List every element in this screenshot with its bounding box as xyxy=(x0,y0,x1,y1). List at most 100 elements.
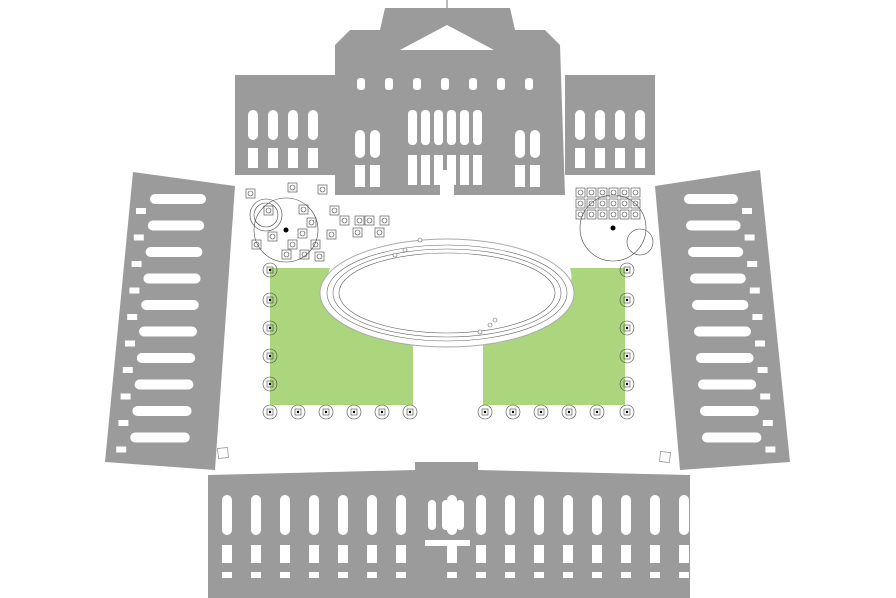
window xyxy=(621,545,631,563)
tree-grate xyxy=(266,296,274,304)
planter-box xyxy=(281,249,292,260)
window xyxy=(396,572,406,578)
window xyxy=(760,393,771,400)
tree-trunk xyxy=(511,410,515,414)
tree-canopy xyxy=(346,404,362,420)
planter-box xyxy=(306,217,317,228)
tree xyxy=(561,404,577,420)
planter-ring xyxy=(366,217,373,224)
planter-box xyxy=(619,209,630,220)
window xyxy=(145,247,203,257)
planter-box xyxy=(364,215,375,226)
window xyxy=(122,367,133,373)
window xyxy=(288,148,298,168)
planter xyxy=(619,209,630,220)
planter xyxy=(586,209,597,220)
planter-ring xyxy=(588,189,595,196)
tree-grate xyxy=(537,408,545,416)
window xyxy=(309,495,319,535)
window xyxy=(473,110,482,145)
window xyxy=(434,155,443,185)
planter-box xyxy=(339,215,350,226)
east-wing xyxy=(655,170,790,470)
tree-canopy xyxy=(318,404,334,420)
lamp xyxy=(492,317,498,323)
planter xyxy=(597,187,608,198)
planter xyxy=(297,228,308,239)
window xyxy=(248,110,258,140)
planter-box xyxy=(608,187,619,198)
planter xyxy=(608,198,619,209)
tree-trunk xyxy=(567,410,571,414)
planter-ring xyxy=(319,186,326,193)
planter-box xyxy=(317,184,328,195)
window xyxy=(338,495,348,535)
window xyxy=(755,340,765,347)
planter xyxy=(374,227,385,238)
tree-trunk xyxy=(483,410,487,414)
planter xyxy=(575,209,586,220)
tree-trunk xyxy=(352,410,356,414)
planter-box xyxy=(597,198,608,209)
tree-grate xyxy=(266,380,274,388)
window xyxy=(575,110,585,140)
tree-canopy xyxy=(619,348,635,364)
lamp xyxy=(417,237,423,243)
center-point xyxy=(610,225,616,231)
track-outline xyxy=(319,238,575,348)
tree-trunk xyxy=(324,410,328,414)
window xyxy=(469,78,477,90)
window xyxy=(650,495,660,535)
planter xyxy=(379,215,390,226)
seating-ring xyxy=(626,228,654,256)
tree xyxy=(262,292,278,308)
tree xyxy=(619,262,635,278)
window xyxy=(280,572,290,578)
window xyxy=(456,500,464,530)
tree-canopy xyxy=(262,262,278,278)
window xyxy=(127,314,138,320)
window xyxy=(592,545,602,563)
window xyxy=(441,78,449,90)
planter-box xyxy=(297,228,308,239)
tree-grate xyxy=(322,408,330,416)
window xyxy=(120,393,131,400)
lawn-east xyxy=(483,268,625,405)
planter-box xyxy=(352,227,363,238)
planter xyxy=(267,231,278,242)
planter xyxy=(326,229,337,240)
planter-box xyxy=(597,187,608,198)
planter-ring xyxy=(289,184,296,191)
seating-ring xyxy=(249,198,283,232)
planter-ring xyxy=(341,217,348,224)
lamp xyxy=(477,329,483,335)
window xyxy=(367,572,377,578)
planter-ring xyxy=(588,200,595,207)
tree-trunk xyxy=(296,410,300,414)
window xyxy=(308,110,318,140)
lawns xyxy=(270,268,625,405)
planter-ring xyxy=(610,211,617,218)
window xyxy=(700,406,759,416)
window xyxy=(134,379,194,390)
window xyxy=(413,78,421,90)
window xyxy=(563,545,573,563)
tree xyxy=(619,320,635,336)
window xyxy=(280,495,290,535)
window xyxy=(505,495,515,535)
tree-canopy xyxy=(290,404,306,420)
tree xyxy=(505,404,521,420)
planter-ring xyxy=(283,251,290,258)
window xyxy=(355,165,365,187)
window xyxy=(765,446,776,453)
main-hall xyxy=(335,8,565,195)
window xyxy=(473,155,482,185)
tree-grate xyxy=(623,408,631,416)
window xyxy=(679,572,689,578)
window xyxy=(251,545,261,563)
tree-trunk xyxy=(268,410,272,414)
tree-grate xyxy=(266,352,274,360)
planter-ring xyxy=(577,189,584,196)
tree-grate xyxy=(266,266,274,274)
